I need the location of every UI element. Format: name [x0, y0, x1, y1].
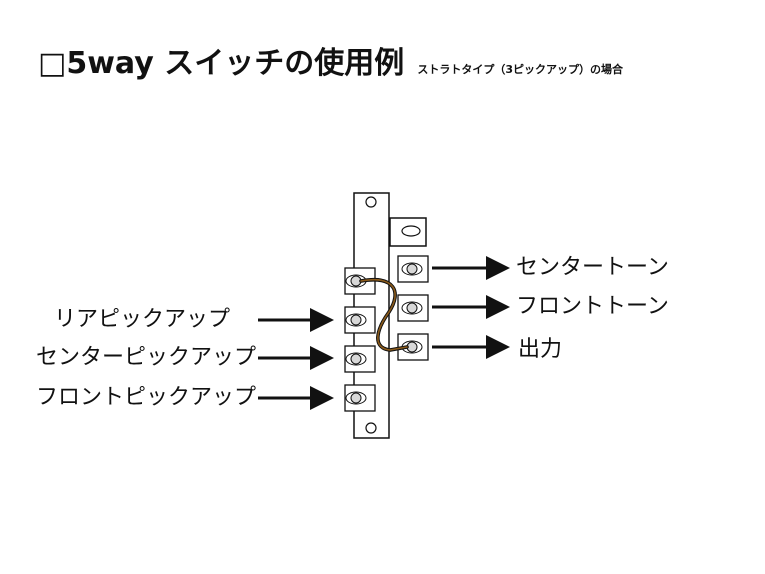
- lug-left-2: [344, 306, 376, 334]
- title-subtitle: ストラトタイプ（3ピックアップ）の場合: [417, 63, 624, 76]
- arrow-front-tone: [432, 295, 510, 319]
- lug-left-4: [344, 384, 376, 412]
- jumper-wire: [360, 279, 408, 351]
- lug-right-3: [397, 333, 429, 361]
- label-rear-pickup: リアピックアップ: [53, 307, 230, 332]
- mounting-hole-top: [365, 196, 377, 208]
- arrow-center-tone: [432, 256, 510, 280]
- arrow-output: [432, 335, 510, 359]
- arrow-center-pickup: [258, 346, 334, 370]
- lug-right-1: [397, 255, 429, 283]
- page-title: □5way スイッチの使用例 ストラトタイプ（3ピックアップ）の場合: [38, 38, 623, 82]
- arrow-front-pickup: [258, 386, 334, 410]
- label-output: 出力: [518, 337, 563, 362]
- label-front-tone: フロントトーン: [516, 294, 669, 319]
- mounting-hole-bottom: [365, 422, 377, 434]
- lever-slot: [401, 225, 421, 237]
- label-center-tone: センタートーン: [516, 255, 669, 280]
- label-front-pickup: フロントピックアップ: [35, 385, 256, 410]
- arrow-rear-pickup: [258, 308, 334, 332]
- title-main: □5way スイッチの使用例: [38, 46, 405, 81]
- lug-right-2: [397, 294, 429, 322]
- lug-left-3: [344, 345, 376, 373]
- label-center-pickup: センターピックアップ: [35, 345, 256, 370]
